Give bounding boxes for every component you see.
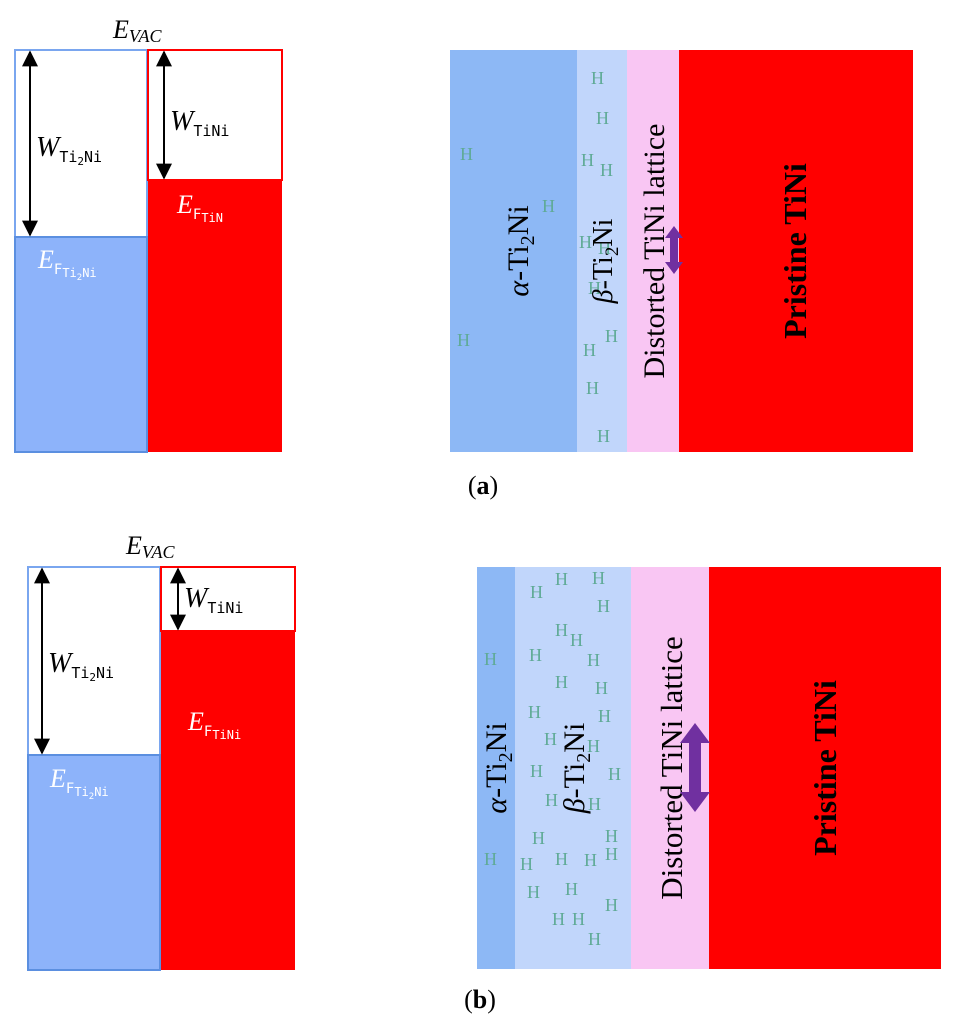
h-atom: H — [596, 108, 609, 128]
ti2ni-work-function-box-a — [14, 49, 148, 238]
h-atom: H — [565, 879, 578, 899]
h-atom: H — [592, 568, 605, 588]
alpha-ti2ni-layer-b — [477, 567, 515, 969]
w-tini-label-b: WTiNi — [184, 583, 243, 617]
energy-diagram-a: EVAC WTi2Ni WTiNi EFTiN EFTi2Ni — [14, 15, 283, 453]
ti2ni-work-function-box-b — [27, 566, 161, 756]
tini-work-function-box-a — [147, 49, 283, 181]
h-atom: H — [581, 150, 594, 170]
h-atom: H — [588, 929, 601, 949]
h-atom: H — [527, 882, 540, 902]
h-atom: H — [555, 672, 568, 692]
evac-label-b: EVAC — [125, 531, 176, 562]
ti2ni-filled-band-a — [14, 236, 148, 453]
h-atom: H — [608, 764, 621, 784]
h-atom: H — [555, 620, 568, 640]
w-ti2ni-label-b: WTi2Ni — [48, 648, 114, 684]
h-atom: H — [529, 645, 542, 665]
h-atom: H — [579, 232, 592, 252]
beta-ti2ni-label-a: β-Ti2Ni — [588, 218, 623, 304]
h-atom: H — [605, 844, 618, 864]
caption-a: (a) — [468, 471, 498, 500]
h-atom: H — [460, 144, 473, 164]
ef-tini-label-a: EFTiN — [176, 190, 223, 225]
panel-a: EVAC WTi2Ni WTiNi EFTiN EFTi2Ni — [14, 15, 913, 500]
h-atom: H — [545, 790, 558, 810]
h-atom: H — [587, 650, 600, 670]
h-atom: H — [600, 160, 613, 180]
h-atom: H — [583, 340, 596, 360]
beta-ti2ni-layer-b — [515, 567, 631, 969]
h-atom: H — [605, 326, 618, 346]
tini-filled-band-a — [148, 180, 282, 452]
h-atom: H — [530, 761, 543, 781]
h-atom: H — [544, 729, 557, 749]
h-atom: H — [598, 706, 611, 726]
pristine-tini-label-a: Pristine TiNi — [777, 163, 813, 339]
hydrogen-atoms-a: H H H H H H H H H H H H H H — [457, 68, 618, 446]
h-atom: H — [484, 649, 497, 669]
h-atom: H — [552, 909, 565, 929]
h-atom: H — [588, 278, 601, 298]
h-atom: H — [528, 702, 541, 722]
h-atom: H — [605, 826, 618, 846]
distorted-tini-label-a: Distorted TiNi lattice — [638, 124, 671, 379]
energy-diagram-b: EVAC WTi2Ni WTiNi EFTiNi EFTi2Ni — [27, 531, 296, 971]
distorted-tini-label-b: Distorted TiNi lattice — [654, 636, 689, 900]
h-atom: H — [598, 238, 611, 258]
w-ti2ni-label-a: WTi2Ni — [36, 132, 102, 168]
h-atom: H — [584, 850, 597, 870]
expansion-arrow-b — [680, 723, 710, 812]
caption-b: (b) — [464, 985, 496, 1014]
h-atom: H — [570, 630, 583, 650]
h-atom: H — [588, 794, 601, 814]
ef-tini-label-b: EFTiNi — [187, 707, 241, 742]
beta-ti2ni-label-b: β-Ti2Ni — [558, 723, 595, 815]
h-atom: H — [457, 330, 470, 350]
tini-filled-band-b — [161, 631, 295, 970]
pristine-tini-layer-b — [709, 567, 941, 969]
h-atom: H — [586, 378, 599, 398]
h-atom: H — [591, 68, 604, 88]
beta-ti2ni-layer-a — [577, 50, 627, 452]
h-atom: H — [555, 569, 568, 589]
h-atom: H — [520, 854, 533, 874]
alpha-ti2ni-layer-a — [450, 50, 577, 452]
h-atom: H — [587, 736, 600, 756]
h-atom: H — [595, 678, 608, 698]
w-tini-label-a: WTiNi — [170, 106, 229, 140]
h-atom: H — [555, 849, 568, 869]
pristine-tini-layer-a — [679, 50, 913, 452]
h-atom: H — [605, 895, 618, 915]
ef-ti2ni-label-b: EFTi2Ni — [49, 764, 109, 802]
alpha-ti2ni-label-a: α-Ti2Ni — [502, 205, 539, 296]
panel-b: EVAC WTi2Ni WTiNi EFTiNi EFTi2Ni — [27, 531, 941, 1014]
alpha-ti2ni-label-b: α-Ti2Ni — [480, 722, 517, 813]
h-atom: H — [597, 426, 610, 446]
layer-diagram-a: H H H H H H H H H H H H H H α-Ti2Ni β-Ti… — [450, 50, 913, 452]
hydrogen-atoms-b: H H H H H H H H H H H H H H H H H H H H — [484, 568, 621, 949]
pristine-tini-label-b: Pristine TiNi — [807, 680, 843, 856]
ef-ti2ni-label-a: EFTi2Ni — [37, 245, 97, 283]
evac-label-a: EVAC — [112, 15, 163, 46]
h-atom: H — [484, 849, 497, 869]
layer-diagram-b: H H H H H H H H H H H H H H H H H H H H — [477, 567, 941, 969]
expansion-arrow-a — [665, 226, 683, 274]
h-atom: H — [572, 909, 585, 929]
h-atom: H — [530, 582, 543, 602]
h-atom: H — [542, 196, 555, 216]
h-atom: H — [532, 828, 545, 848]
h-atom: H — [597, 596, 610, 616]
ti2ni-filled-band-b — [27, 754, 161, 971]
